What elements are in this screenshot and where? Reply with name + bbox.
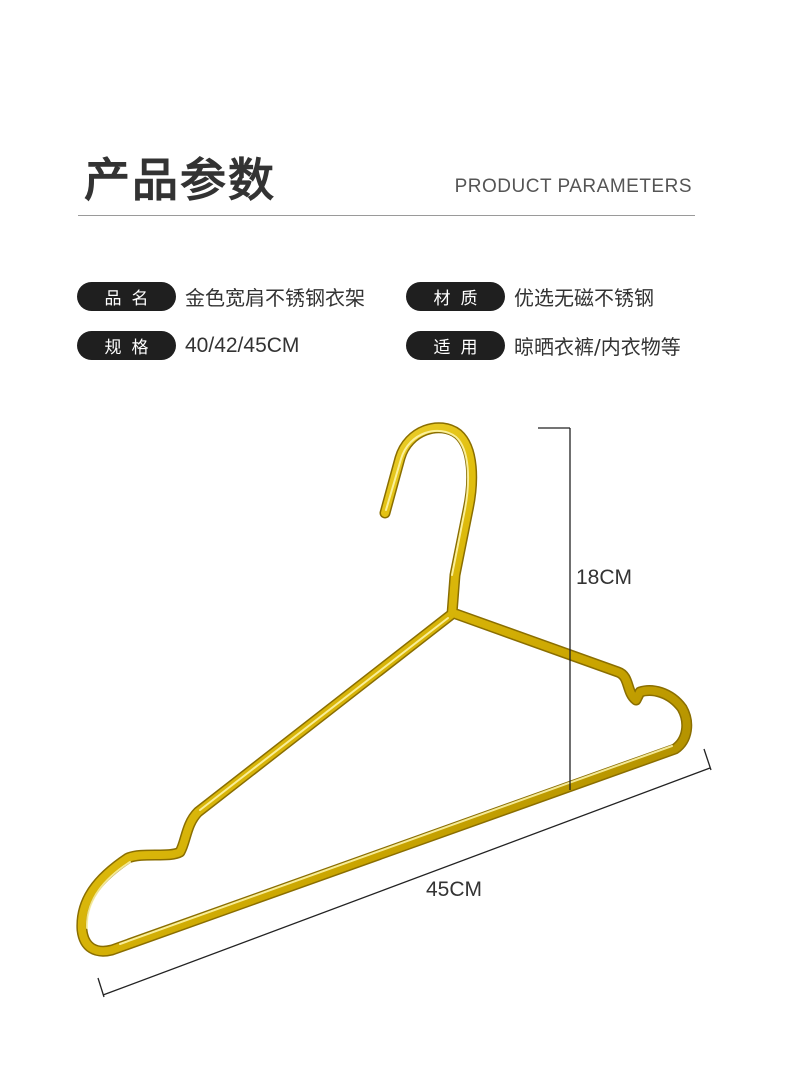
param-name: 品名 金色宽肩不锈钢衣架 [77,282,365,311]
param-value: 晾晒衣裤/内衣物等 [514,335,681,359]
param-label: 适用 [406,331,505,360]
param-material: 材质 优选无磁不锈钢 [406,282,654,311]
param-size: 规格 40/42/45CM [77,331,299,360]
width-dimension [97,748,712,998]
param-label: 规格 [77,331,176,360]
height-dimension [538,427,571,790]
param-value: 金色宽肩不锈钢衣架 [185,286,365,310]
hanger-highlight [85,429,673,945]
page-title: 产品参数 [84,153,276,207]
hanger-image [76,422,693,957]
param-label: 材质 [406,282,505,311]
hanger-wire [77,423,691,956]
param-usage: 适用 晾晒衣裤/内衣物等 [406,331,681,360]
param-value: 优选无磁不锈钢 [514,286,654,310]
param-label: 品名 [77,282,176,311]
page-subtitle: PRODUCT PARAMETERS [454,176,692,197]
width-label: 45CM [426,878,483,901]
height-label: 18CM [576,566,633,589]
title-divider [78,215,695,216]
param-value: 40/42/45CM [185,333,300,357]
